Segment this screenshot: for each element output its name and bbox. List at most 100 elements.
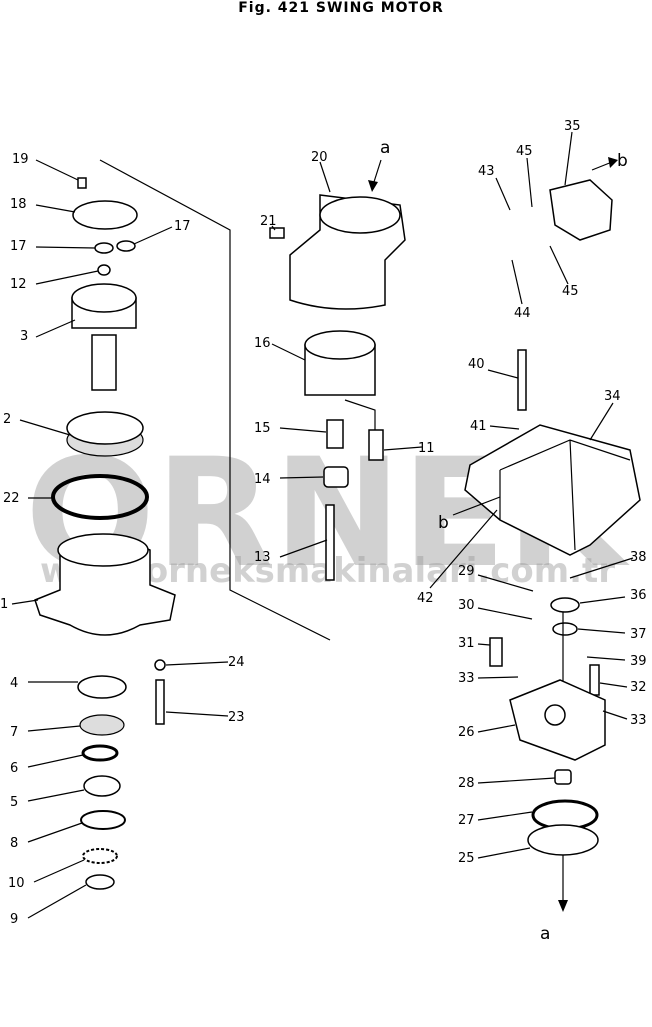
callout-18: 18 bbox=[10, 197, 27, 212]
leader-line-36 bbox=[579, 596, 626, 604]
callout-5: 5 bbox=[10, 795, 18, 810]
leader-line-3 bbox=[35, 319, 76, 338]
callout-9: 9 bbox=[10, 912, 18, 927]
callout-36: 36 bbox=[630, 588, 647, 603]
leader-line-45 bbox=[526, 157, 533, 208]
callout-21: 21 bbox=[260, 214, 277, 229]
leader-line-43 bbox=[495, 177, 511, 211]
callout-34: 34 bbox=[604, 389, 621, 404]
callout-41: 41 bbox=[470, 419, 487, 434]
callout-17: 17 bbox=[174, 219, 191, 234]
callout-1: 1 bbox=[0, 597, 8, 612]
leader-line-26 bbox=[477, 724, 516, 733]
callout-12: 12 bbox=[10, 277, 27, 292]
leader-line-5 bbox=[27, 789, 85, 802]
callout-33: 33 bbox=[458, 671, 475, 686]
leader-line-24 bbox=[165, 661, 229, 666]
arrows bbox=[368, 157, 618, 912]
leader-line-37 bbox=[577, 628, 626, 634]
callout-14: 14 bbox=[254, 472, 271, 487]
callout-39: 39 bbox=[630, 654, 647, 669]
callout-2: 2 bbox=[3, 412, 11, 427]
callout-26: 26 bbox=[458, 725, 475, 740]
callout-19: 19 bbox=[12, 152, 29, 167]
callout-13: 13 bbox=[254, 550, 271, 565]
callout-11: 11 bbox=[418, 441, 435, 456]
leader-line-39 bbox=[586, 656, 626, 661]
leader-lines bbox=[11, 131, 634, 919]
callout-b: b bbox=[617, 151, 628, 171]
callout-b: b bbox=[438, 513, 449, 533]
callout-30: 30 bbox=[458, 598, 475, 613]
leader-line-16 bbox=[271, 343, 306, 361]
leader-line-18 bbox=[35, 204, 76, 213]
callout-24: 24 bbox=[228, 655, 245, 670]
callout-37: 37 bbox=[630, 627, 647, 642]
leader-line-41 bbox=[489, 425, 520, 430]
part-group-middle bbox=[269, 194, 406, 581]
leader-line-17 bbox=[133, 226, 173, 245]
leader-line-2 bbox=[19, 419, 71, 436]
callout-31: 31 bbox=[458, 636, 475, 651]
leader-line-14 bbox=[279, 476, 324, 479]
callout-25: 25 bbox=[458, 851, 475, 866]
leader-line-34 bbox=[589, 402, 614, 441]
leader-line-30 bbox=[477, 607, 533, 620]
leader-line-33 bbox=[602, 710, 628, 720]
callout-7: 7 bbox=[10, 725, 18, 740]
leader-line-b bbox=[452, 496, 501, 516]
callout-40: 40 bbox=[468, 357, 485, 372]
leader-line-23 bbox=[165, 711, 229, 717]
callout-43: 43 bbox=[478, 164, 495, 179]
leader-line-25 bbox=[477, 847, 531, 859]
guide-lines bbox=[99, 159, 564, 900]
leader-line-38 bbox=[569, 557, 634, 579]
callout-32: 32 bbox=[630, 680, 647, 695]
callout-a: a bbox=[540, 924, 550, 944]
leader-line-a bbox=[372, 159, 382, 186]
callout-35: 35 bbox=[564, 119, 581, 134]
callout-8: 8 bbox=[10, 836, 18, 851]
callout-42: 42 bbox=[417, 591, 434, 606]
leader-line-15 bbox=[279, 427, 327, 433]
callout-33: 33 bbox=[630, 713, 647, 728]
callout-10: 10 bbox=[8, 876, 25, 891]
callout-6: 6 bbox=[10, 761, 18, 776]
leader-line-44 bbox=[511, 259, 523, 305]
leader-line-42 bbox=[429, 509, 498, 589]
leader-line-13 bbox=[279, 539, 328, 558]
leader-line-9 bbox=[27, 884, 87, 919]
leader-line-21 bbox=[271, 225, 276, 231]
leader-line-7 bbox=[27, 725, 81, 732]
leader-line-28 bbox=[477, 777, 556, 784]
leader-line-40 bbox=[487, 369, 519, 379]
callout-a: a bbox=[380, 138, 390, 158]
leader-line-6 bbox=[27, 754, 84, 768]
leader-line-32 bbox=[599, 682, 628, 688]
leader-line-b bbox=[591, 161, 613, 171]
figure-title: Fig. 421 SWING MOTOR bbox=[238, 0, 444, 16]
callout-22: 22 bbox=[3, 491, 20, 506]
part-group-left bbox=[34, 177, 176, 890]
leader-line-35 bbox=[564, 131, 573, 186]
leader-line-33 bbox=[477, 676, 519, 679]
leader-line-20 bbox=[319, 161, 331, 193]
leader-line-31 bbox=[477, 643, 491, 646]
callout-20: 20 bbox=[311, 150, 328, 165]
leader-line-10 bbox=[33, 859, 85, 883]
leader-line-8 bbox=[27, 822, 83, 843]
callout-45: 45 bbox=[562, 284, 579, 299]
callout-27: 27 bbox=[458, 813, 475, 828]
callout-44: 44 bbox=[514, 306, 531, 321]
leader-line-12 bbox=[35, 270, 99, 285]
callout-38: 38 bbox=[630, 550, 647, 565]
callout-16: 16 bbox=[254, 336, 271, 351]
callout-4: 4 bbox=[10, 676, 18, 691]
callout-29: 29 bbox=[458, 564, 475, 579]
callout-3: 3 bbox=[20, 329, 28, 344]
callout-45: 45 bbox=[516, 144, 533, 159]
part-group-right bbox=[464, 179, 641, 856]
